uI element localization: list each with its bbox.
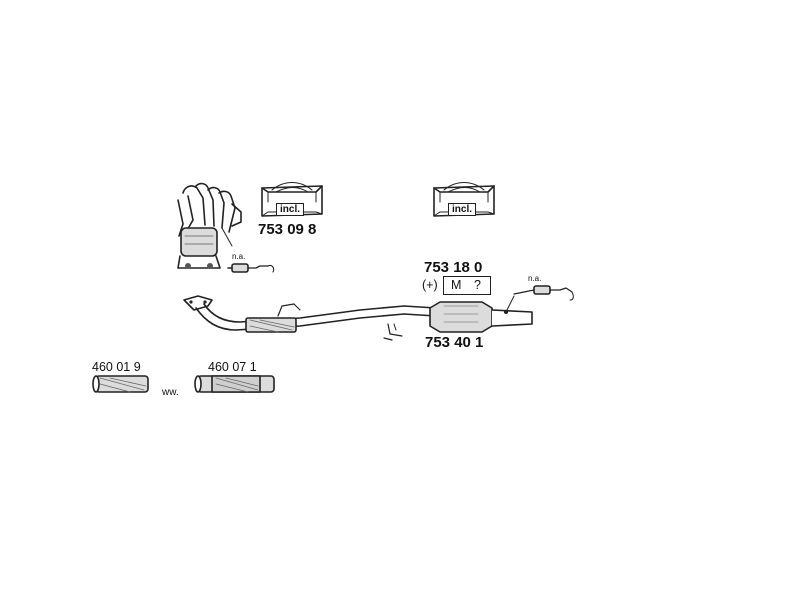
m-code-box [443, 276, 491, 295]
flex-pipe-2 [194, 375, 275, 393]
m-code: M [451, 278, 462, 292]
part-number-460019: 460 01 9 [92, 360, 141, 374]
part-number-753098: 753 09 8 [258, 221, 317, 238]
incl-label-2: incl. [448, 203, 477, 216]
catalytic-converter [429, 295, 533, 333]
flex-pipe-1 [92, 375, 149, 393]
option-marker: (+) [422, 278, 438, 292]
part-number-753180: 753 18 0 [424, 259, 483, 276]
m-symbol: ? [474, 278, 481, 292]
part-number-753401: 753 40 1 [425, 334, 484, 351]
lambda-sensor-2 [513, 285, 574, 301]
exhaust-manifold-drawing [177, 182, 242, 269]
incl-label-1: incl. [276, 203, 305, 216]
part-number-460071: 460 07 1 [208, 360, 257, 374]
front-pipe [183, 295, 437, 341]
sensor-note-1: n.a. [232, 252, 246, 261]
alternative-marker: ww. [162, 387, 179, 398]
sensor-note-2: n.a. [528, 274, 542, 283]
lambda-sensor-1 [227, 263, 275, 273]
